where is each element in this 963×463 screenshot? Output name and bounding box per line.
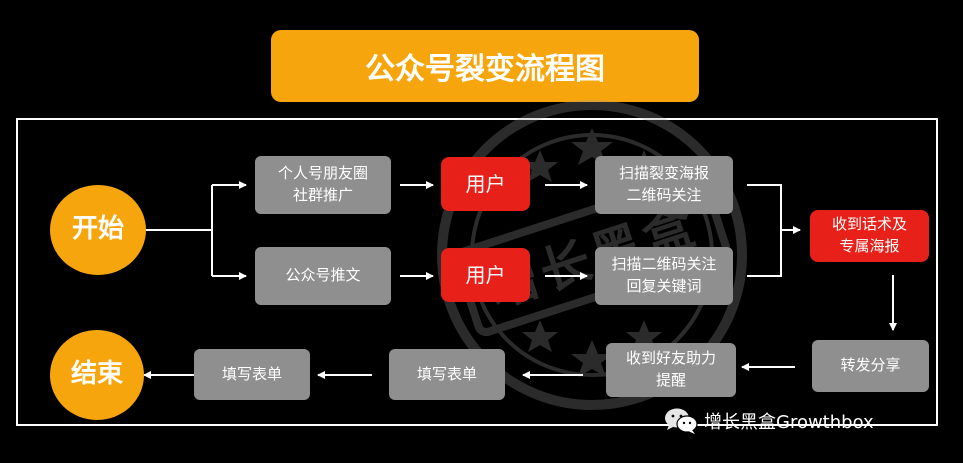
- brand-text: 增长黑盒Growthbox: [704, 412, 874, 433]
- official-article-node: 公众号推文: [255, 247, 391, 305]
- brand-label: 增长黑盒Growthbox: [664, 404, 874, 438]
- end-node: 结束: [50, 330, 144, 420]
- fill-form-node-2: 填写表单: [389, 349, 505, 400]
- connector-merge: [747, 184, 782, 277]
- start-node: 开始: [50, 185, 146, 275]
- user-node-bottom: 用户: [441, 248, 530, 302]
- forward-share-node: 转发分享: [812, 340, 929, 392]
- fill-form-node-1: 填写表单: [194, 349, 310, 400]
- scan-qr-node: 扫描二维码关注 回复关键词: [595, 247, 733, 305]
- moments-promotion-node: 个人号朋友圈 社群推广: [255, 156, 391, 214]
- user-node-top: 用户: [441, 157, 530, 211]
- scan-poster-node: 扫描裂变海报 二维码关注: [595, 156, 733, 214]
- receive-poster-node: 收到话术及 专属海报: [810, 210, 929, 262]
- diagram-frame: [16, 118, 938, 426]
- friend-help-node: 收到好友助力 提醒: [606, 343, 736, 397]
- wechat-icon: [665, 408, 698, 434]
- page-title: 公众号裂变流程图: [271, 30, 699, 102]
